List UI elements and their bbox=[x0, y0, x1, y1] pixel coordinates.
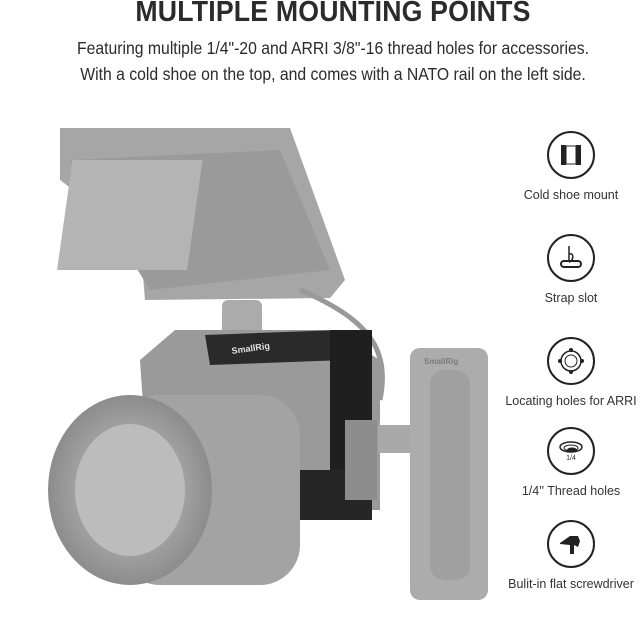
feature-label: Bulit-in flat screwdriver bbox=[508, 577, 634, 591]
feature-arri-holes: Locating holes for ARRI bbox=[491, 337, 640, 408]
feature-label: 1/4'' Thread holes bbox=[521, 484, 621, 498]
feature-label: Locating holes for ARRI bbox=[505, 394, 637, 408]
screwdriver-icon bbox=[547, 520, 595, 568]
feature-label: Cold shoe mount bbox=[523, 188, 619, 202]
page-title: MULTIPLE MOUNTING POINTS bbox=[135, 0, 531, 28]
subtitle-line-2: With a cold shoe on the top, and comes w… bbox=[80, 64, 586, 84]
thread-size-text: 1/4 bbox=[566, 454, 576, 462]
side-handle: SmallRig bbox=[378, 348, 488, 600]
subtitle-line-1: Featuring multiple 1/4"-20 and ARRI 3/8"… bbox=[77, 38, 589, 58]
handle-brand-mark: SmallRig bbox=[424, 357, 458, 366]
feature-screwdriver: Bulit-in flat screwdriver bbox=[491, 520, 640, 591]
product-image-camera-cage: SmallRig SmallRig bbox=[48, 128, 488, 600]
cold-shoe-icon bbox=[547, 131, 595, 179]
feature-thread-holes: 1/4 1/4'' Thread holes bbox=[491, 427, 640, 498]
feature-cold-shoe: Cold shoe mount bbox=[491, 131, 640, 202]
lens bbox=[48, 395, 300, 585]
arri-locating-holes-icon bbox=[547, 337, 595, 385]
feature-label: Strap slot bbox=[544, 291, 598, 305]
strap-slot-icon bbox=[547, 234, 595, 282]
thread-hole-icon: 1/4 bbox=[547, 427, 595, 475]
feature-strap-slot: Strap slot bbox=[491, 234, 640, 305]
monitor bbox=[57, 128, 345, 300]
